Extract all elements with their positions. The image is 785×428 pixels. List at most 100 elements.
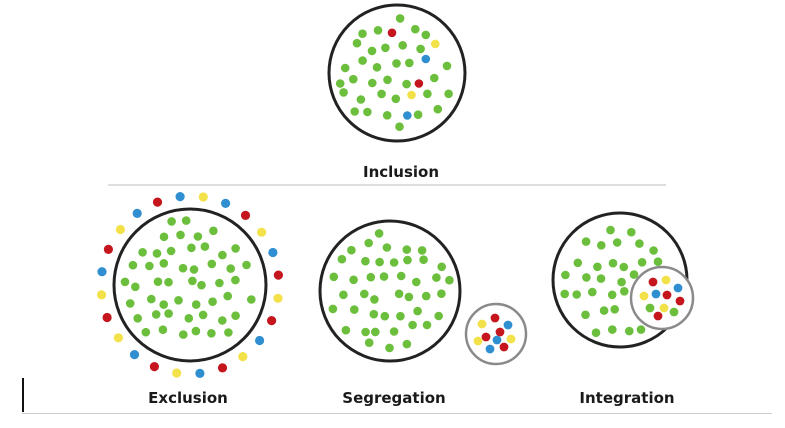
exclusion-dot <box>176 230 185 240</box>
integration-inner-dot <box>662 290 672 300</box>
segregation-small-dot <box>490 313 500 323</box>
inclusion-dot <box>411 24 420 34</box>
segregation-small-dot <box>485 344 495 354</box>
segregation-dot <box>364 238 374 248</box>
exclusion-outside-dot <box>240 210 251 220</box>
inclusion-dot <box>339 88 348 97</box>
inclusion-dot <box>387 28 397 38</box>
segregation-dot <box>385 343 394 353</box>
segregation-dot <box>350 305 359 314</box>
inclusion-dot <box>363 107 372 117</box>
integration-dot <box>637 258 647 267</box>
exclusion-dot <box>198 310 208 320</box>
exclusion-dot <box>147 294 156 304</box>
exclusion-outside-dot <box>132 208 142 218</box>
integration-inner-dot <box>673 283 683 293</box>
exclusion-dot <box>152 249 162 258</box>
segregation-dot <box>408 320 417 330</box>
integration-inner-dot <box>659 303 669 313</box>
inclusion-dot <box>381 43 390 53</box>
integration-dot <box>617 277 626 287</box>
segregation-dot <box>437 262 447 272</box>
inclusion-dot <box>356 95 366 104</box>
exclusion-dot <box>128 260 138 270</box>
exclusion-outside-dot <box>195 368 205 378</box>
inclusion-dot <box>444 89 453 99</box>
exclusion-dot <box>231 311 240 321</box>
segregation-dot <box>361 327 370 337</box>
integration-dot <box>599 306 609 315</box>
segregation-dot <box>445 275 454 285</box>
exclusion-dot <box>224 328 233 337</box>
exclusion-outside-dot <box>172 368 182 378</box>
inclusion-dot <box>414 79 424 88</box>
text-cursor <box>22 378 24 412</box>
integration-dot <box>627 227 636 237</box>
exclusion-panel <box>97 192 283 378</box>
integration-dot <box>581 310 590 320</box>
segregation-dot <box>396 311 405 321</box>
inclusion-dot <box>442 61 452 71</box>
exclusion-dot <box>141 327 151 337</box>
integration-dot <box>596 274 606 283</box>
inclusion-outer-circle <box>327 3 467 143</box>
integration-dot <box>606 225 615 235</box>
integration-dot <box>653 257 663 267</box>
exclusion-dot <box>189 265 199 274</box>
inclusion-dot <box>430 73 439 83</box>
integration-dot <box>588 287 597 297</box>
segregation-dot <box>328 304 338 314</box>
integration-dot <box>560 289 569 299</box>
integration-dot <box>573 258 583 268</box>
exclusion-outside-dot <box>273 293 283 303</box>
exclusion-dot <box>153 277 163 287</box>
segregation-dot <box>389 327 399 336</box>
integration-dot <box>591 328 601 338</box>
exclusion-dot <box>159 259 169 268</box>
exclusion-outside-dot <box>97 267 107 277</box>
exclusion-dot <box>197 280 206 290</box>
exclusion-outside-dot <box>255 335 265 346</box>
segregation-panel <box>318 219 528 366</box>
integration-dot <box>607 290 617 300</box>
exclusion-dot <box>209 226 218 236</box>
inclusion-dot <box>407 90 416 100</box>
exclusion-dot <box>247 295 256 304</box>
exclusion-dot <box>218 250 227 260</box>
segregation-small-dot <box>506 334 516 344</box>
segregation-dot <box>375 257 384 267</box>
segregation-small-dot <box>495 327 505 337</box>
integration-inner-dot <box>651 289 661 299</box>
segregation-dot <box>329 272 339 282</box>
exclusion-dot <box>242 260 251 270</box>
exclusion-dot <box>145 261 154 271</box>
integration-inner-dot <box>645 303 655 313</box>
exclusion-dot <box>151 310 161 319</box>
segregation-small-dot <box>503 320 513 330</box>
inclusion-dot <box>372 63 382 72</box>
segregation-dot <box>382 243 392 252</box>
inclusion-dot <box>403 111 412 120</box>
exclusion-outside-dot <box>221 198 231 208</box>
exclusion-outside-dot <box>217 363 228 373</box>
exclusion-outside-dot <box>175 192 185 202</box>
integration-dot <box>635 239 644 248</box>
inclusion-label: Inclusion <box>363 163 439 181</box>
inclusion-dot <box>395 14 405 23</box>
segregation-dot <box>360 289 369 299</box>
segregation-small-dot <box>499 342 509 352</box>
segregation-dot <box>396 271 406 281</box>
exclusion-outside-dot <box>113 333 123 343</box>
inclusion-dot <box>352 38 362 48</box>
bottom-divider <box>22 413 772 414</box>
exclusion-dot <box>188 276 197 286</box>
exclusion-outside-dot <box>268 247 278 258</box>
exclusion-outside-dot <box>149 362 159 372</box>
inclusion-dot <box>368 78 377 88</box>
segregation-dot <box>422 320 432 330</box>
integration-dot <box>581 237 591 246</box>
segregation-small-dot <box>492 335 502 345</box>
segregation-dot <box>371 327 380 337</box>
inclusion-dot <box>421 30 431 40</box>
